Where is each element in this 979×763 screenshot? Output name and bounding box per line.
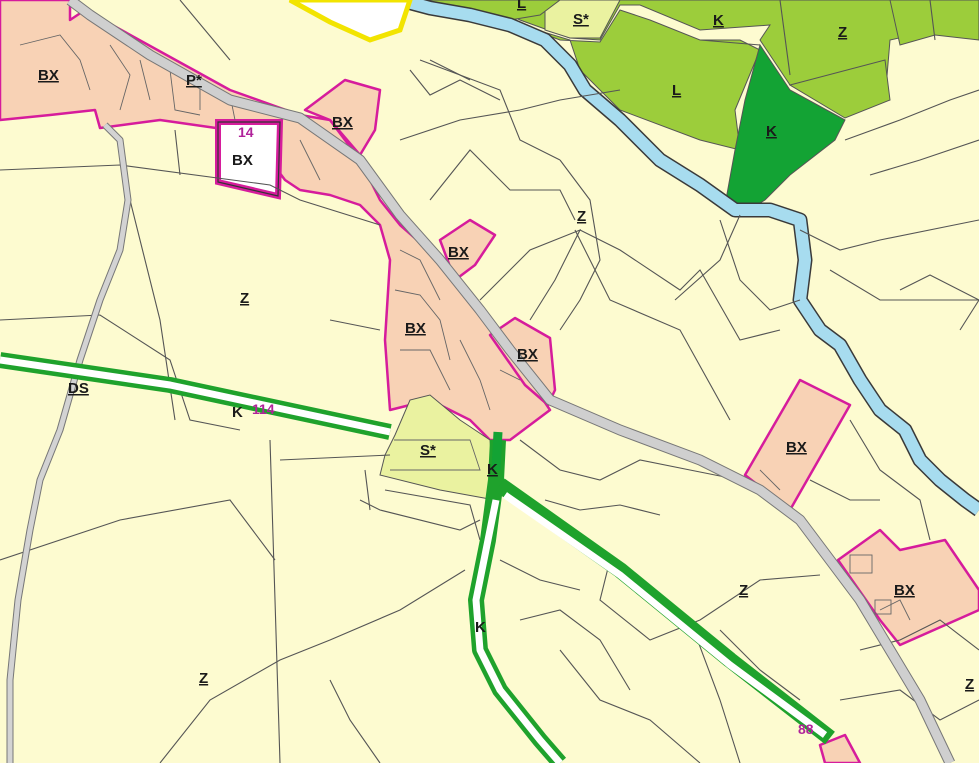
label-k: K (766, 123, 777, 140)
green-corridors (0, 352, 835, 763)
secondary-road (6, 122, 132, 763)
label-k: K (232, 404, 243, 421)
parcel-number-88: 88 (798, 721, 814, 737)
label-bx: BX (332, 114, 353, 131)
label-bx: BX (786, 439, 807, 456)
label-z: Z (838, 24, 847, 41)
zone-labels: BX P* BX 14 BX BX BX BX BX BX L S* K Z L… (38, 0, 974, 737)
label-k: K (487, 461, 498, 478)
label-bx: BX (232, 152, 253, 169)
label-z: Z (739, 582, 748, 599)
label-p-star: P* (186, 72, 202, 89)
label-s-star: S* (573, 11, 589, 28)
label-ds: DS (68, 380, 89, 397)
label-bx: BX (894, 582, 915, 599)
label-l: L (672, 82, 681, 99)
label-bx: BX (517, 346, 538, 363)
parcel-number-14: 14 (238, 124, 254, 140)
label-z: Z (577, 208, 586, 225)
label-bx: BX (38, 67, 59, 84)
main-road (66, 0, 955, 763)
label-bx: BX (448, 244, 469, 261)
built-up-plot-lines (19, 34, 911, 621)
parcel-number-114: 114 (252, 401, 275, 417)
special-area-outline (288, 0, 413, 43)
label-bx: BX (405, 320, 426, 337)
watercourse (398, 0, 979, 517)
label-z: Z (965, 676, 974, 693)
label-z: Z (240, 290, 249, 307)
label-z: Z (199, 670, 208, 687)
label-s-star: S* (420, 442, 436, 459)
label-k: K (475, 619, 486, 636)
label-l: L (517, 0, 526, 12)
label-k: K (713, 12, 724, 29)
